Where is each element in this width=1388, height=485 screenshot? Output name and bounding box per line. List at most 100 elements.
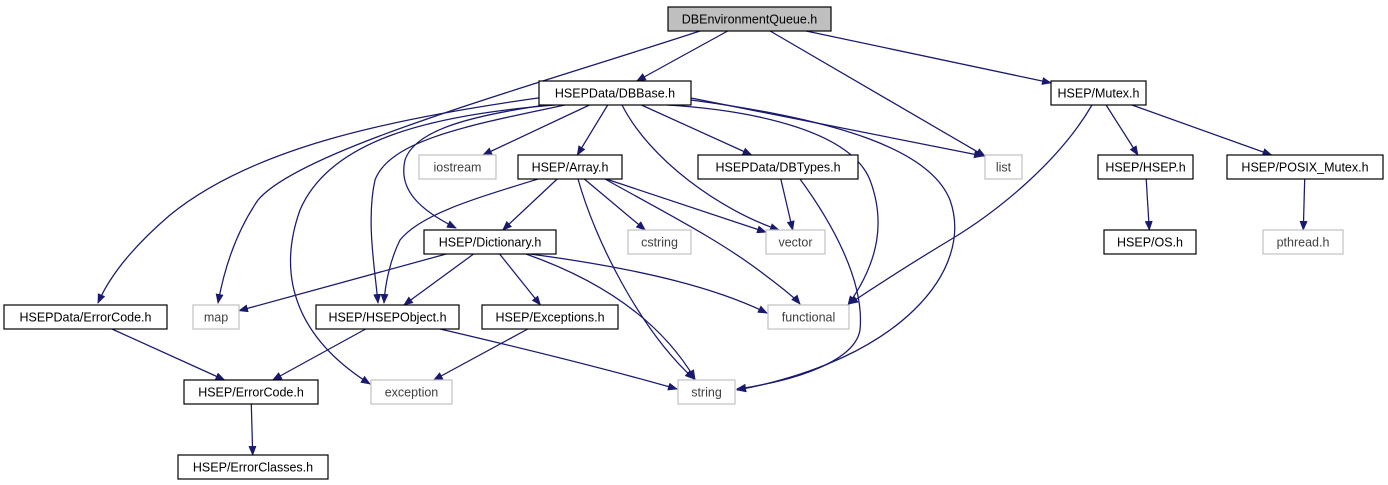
node-hsepobject-label: HSEP/HSEPObject.h <box>328 311 446 325</box>
node-cstring-box <box>627 229 692 255</box>
node-map-label: map <box>204 311 228 325</box>
node-iostream-label: iostream <box>434 161 482 175</box>
node-dbbase-label: HSEPData/DBBase.h <box>555 87 675 101</box>
edge-dictionary-to-exceptions <box>499 253 542 306</box>
node-root[interactable]: DBEnvironmentQueue.h <box>667 6 832 32</box>
edge-dbbase-to-vector <box>621 104 780 231</box>
edge-root-to-mutex <box>805 30 1052 85</box>
node-root-label: DBEnvironmentQueue.h <box>682 13 818 27</box>
edge-dbbase-to-errcodedata <box>97 96 546 304</box>
edge-dbbase-to-dbtypes <box>641 104 753 156</box>
node-mutex-box <box>1050 80 1147 106</box>
edge-array-to-cstring <box>583 178 646 231</box>
edge-dbtypes-to-string <box>736 178 862 392</box>
node-string: string <box>677 379 736 405</box>
node-dictionary-box <box>423 229 557 255</box>
node-dictionary-label: HSEP/Dictionary.h <box>439 236 542 250</box>
edge-dictionary-to-map <box>238 253 447 313</box>
edge-dictionary-to-hsepobject <box>403 253 474 306</box>
node-hsep-label: HSEP/HSEP.h <box>1105 161 1185 175</box>
edge-dbbase-to-dictionary <box>403 102 561 229</box>
node-dbtypes-label: HSEPData/DBTypes.h <box>715 161 840 175</box>
node-posixmutex-label: HSEP/POSIX_Mutex.h <box>1241 161 1368 175</box>
edge-errcode-to-errclasses <box>248 403 257 456</box>
node-list: list <box>984 154 1023 180</box>
node-mutex-label: HSEP/Mutex.h <box>1058 87 1140 101</box>
node-errclasses-box <box>177 454 329 480</box>
node-vector-box <box>765 229 826 255</box>
node-mutex[interactable]: HSEP/Mutex.h <box>1050 80 1147 106</box>
node-hsepobject[interactable]: HSEP/HSEPObject.h <box>315 304 460 330</box>
node-exceptions-box <box>481 304 619 330</box>
edge-mutex-to-hsep <box>1105 104 1139 156</box>
node-errcodedata[interactable]: HSEPData/ErrorCode.h <box>3 304 168 330</box>
edge-posixmutex-to-pthread <box>1299 178 1308 231</box>
node-exception-box <box>370 379 453 405</box>
node-exceptions-label: HSEP/Exceptions.h <box>495 311 604 325</box>
edge-mutex-to-functional <box>848 104 1093 305</box>
node-array-box <box>517 154 623 180</box>
node-list-label: list <box>996 161 1012 175</box>
node-hsep[interactable]: HSEP/HSEP.h <box>1097 154 1194 180</box>
edge-dbbase-to-hsepobject <box>370 104 566 304</box>
edge-exceptions-to-exception <box>432 328 529 381</box>
node-os-box <box>1103 229 1197 255</box>
node-errcode-box <box>183 379 319 405</box>
node-exception-label: exception <box>385 386 439 400</box>
edge-hsepobject-to-errcode <box>271 328 367 381</box>
node-pthread-box <box>1262 229 1344 255</box>
edge-array-to-vector <box>605 178 767 234</box>
node-dbbase-box <box>538 80 692 106</box>
node-errcode[interactable]: HSEP/ErrorCode.h <box>183 379 319 405</box>
node-map: map <box>192 304 240 330</box>
node-cstring: cstring <box>627 229 692 255</box>
node-functional-box <box>767 304 850 330</box>
edge-root-to-dbbase <box>635 30 729 82</box>
edge-dbbase-to-functional <box>666 104 879 306</box>
node-dbtypes-box <box>697 154 859 180</box>
node-errcode-label: HSEP/ErrorCode.h <box>198 386 304 400</box>
node-iostream: iostream <box>418 154 497 180</box>
node-array[interactable]: HSEP/Array.h <box>517 154 623 180</box>
node-vector: vector <box>765 229 826 255</box>
edge-root-to-list <box>769 30 986 157</box>
node-errcodedata-box <box>3 304 168 330</box>
edge-dbbase-to-iostream <box>482 104 590 156</box>
node-dbbase[interactable]: HSEPData/DBBase.h <box>538 80 692 106</box>
node-root-box <box>667 6 832 32</box>
node-pthread: pthread.h <box>1262 229 1344 255</box>
node-map-box <box>192 304 240 330</box>
node-hsep-box <box>1097 154 1194 180</box>
node-os[interactable]: HSEP/OS.h <box>1103 229 1197 255</box>
node-cstring-label: cstring <box>641 236 678 250</box>
node-errclasses[interactable]: HSEP/ErrorClasses.h <box>177 454 329 480</box>
edge-array-to-hsepobject <box>380 178 539 304</box>
node-vector-label: vector <box>778 236 812 250</box>
edge-dbtypes-to-vector <box>780 178 795 231</box>
edge-array-to-functional <box>604 178 801 305</box>
node-list-box <box>984 154 1023 180</box>
edge-array-to-string <box>577 178 695 380</box>
node-exception: exception <box>370 379 453 405</box>
node-os-label: HSEP/OS.h <box>1117 236 1183 250</box>
edge-dictionary-to-string <box>525 253 696 380</box>
edge-errcodedata-to-errcode <box>111 328 226 381</box>
edge-mutex-to-posixmutex <box>1131 104 1273 156</box>
edge-hsep-to-os <box>1144 178 1153 231</box>
node-pthread-label: pthread.h <box>1277 236 1330 250</box>
edge-hsepobject-to-string <box>439 328 678 391</box>
edge-root-to-map <box>215 30 701 304</box>
edge-dbbase-to-array <box>576 104 609 156</box>
node-iostream-box <box>418 154 497 180</box>
node-dbtypes[interactable]: HSEPData/DBTypes.h <box>697 154 859 180</box>
node-string-box <box>677 379 736 405</box>
node-exceptions[interactable]: HSEP/Exceptions.h <box>481 304 619 330</box>
node-dictionary[interactable]: HSEP/Dictionary.h <box>423 229 557 255</box>
node-array-label: HSEP/Array.h <box>532 161 609 175</box>
node-posixmutex-box <box>1226 154 1384 180</box>
node-errclasses-label: HSEP/ErrorClasses.h <box>193 461 313 475</box>
node-posixmutex[interactable]: HSEP/POSIX_Mutex.h <box>1226 154 1384 180</box>
node-hsepobject-box <box>315 304 460 330</box>
